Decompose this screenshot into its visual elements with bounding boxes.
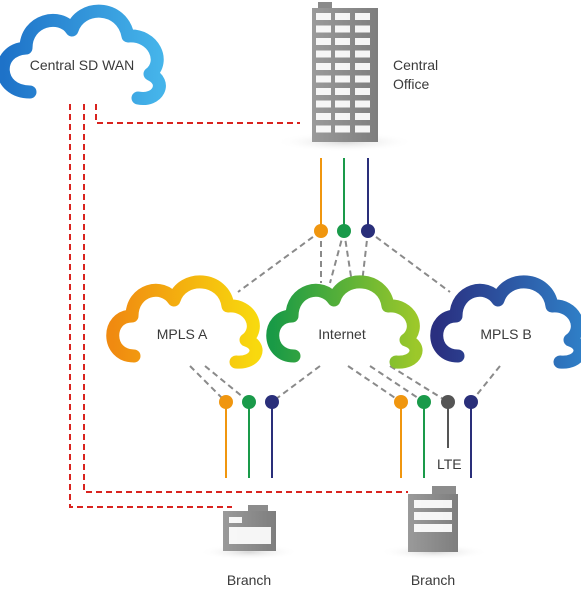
- dot-branch2-orange: [394, 395, 408, 409]
- office-window: [335, 88, 350, 95]
- office-window: [355, 63, 370, 70]
- office-window: [355, 88, 370, 95]
- label-central-office: Central Office: [393, 56, 438, 94]
- office-window: [335, 13, 350, 20]
- office-window: [335, 75, 350, 83]
- central-office-building: [275, 2, 415, 152]
- office-window: [335, 50, 350, 58]
- transport-links-top: [237, 230, 451, 293]
- sdwan-links: [69, 104, 408, 508]
- dot-branch2-lte: [441, 395, 455, 409]
- central-office-feeds: [320, 158, 369, 231]
- dot-branch2-navy: [464, 395, 478, 409]
- cloud-internet: [266, 275, 423, 369]
- office-window: [316, 63, 331, 70]
- office-window: [316, 113, 331, 120]
- branch-building-right: [379, 486, 489, 560]
- office-window: [316, 125, 331, 133]
- label-internet: Internet: [318, 326, 366, 342]
- office-window: [316, 88, 331, 95]
- dot-branch1-green: [242, 395, 256, 409]
- label-lte: LTE: [437, 456, 462, 472]
- dot-office-green: [337, 224, 351, 238]
- label-branch-right: Branch: [410, 572, 456, 588]
- office-window: [316, 50, 331, 58]
- label-central-office-line2: Office: [393, 76, 430, 92]
- sdwan-link-central-office: [95, 104, 300, 124]
- label-central-sdwan: Central SD WAN: [29, 57, 135, 73]
- office-window: [335, 25, 350, 33]
- office-window: [316, 13, 331, 20]
- dot-office-navy: [361, 224, 375, 238]
- office-window: [355, 25, 370, 33]
- label-central-office-line1: Central: [393, 57, 439, 73]
- connector-dots: [219, 224, 478, 409]
- office-window: [335, 38, 350, 45]
- cloud-mpls-a: [106, 275, 263, 369]
- label-mpls-b: MPLS B: [480, 326, 532, 342]
- dot-office-orange: [314, 224, 328, 238]
- office-window: [335, 63, 350, 70]
- sdwan-link-branch-right: [83, 104, 408, 493]
- office-window: [355, 75, 370, 83]
- office-window: [355, 50, 370, 58]
- dot-branch1-navy: [265, 395, 279, 409]
- branch-drops: [225, 402, 472, 478]
- sdwan-link-branch-left: [69, 104, 232, 508]
- label-branch-left: Branch: [226, 572, 272, 588]
- dot-branch1-orange: [219, 395, 233, 409]
- transport-links-bottom: [189, 365, 501, 403]
- office-window: [355, 113, 370, 120]
- branch-building-left: [199, 505, 299, 560]
- office-window: [335, 100, 350, 108]
- office-window: [355, 13, 370, 20]
- office-window: [335, 113, 350, 120]
- label-mpls-a: MPLS A: [156, 326, 208, 342]
- dot-branch2-green: [417, 395, 431, 409]
- office-window: [355, 100, 370, 108]
- office-window: [335, 125, 350, 133]
- office-window: [355, 125, 370, 133]
- office-window: [316, 25, 331, 33]
- office-window: [316, 75, 331, 83]
- office-window: [355, 38, 370, 45]
- office-window: [316, 38, 331, 45]
- cloud-mpls-b: [430, 275, 581, 369]
- office-window: [316, 100, 331, 108]
- cloud-central-sdwan: [0, 4, 166, 105]
